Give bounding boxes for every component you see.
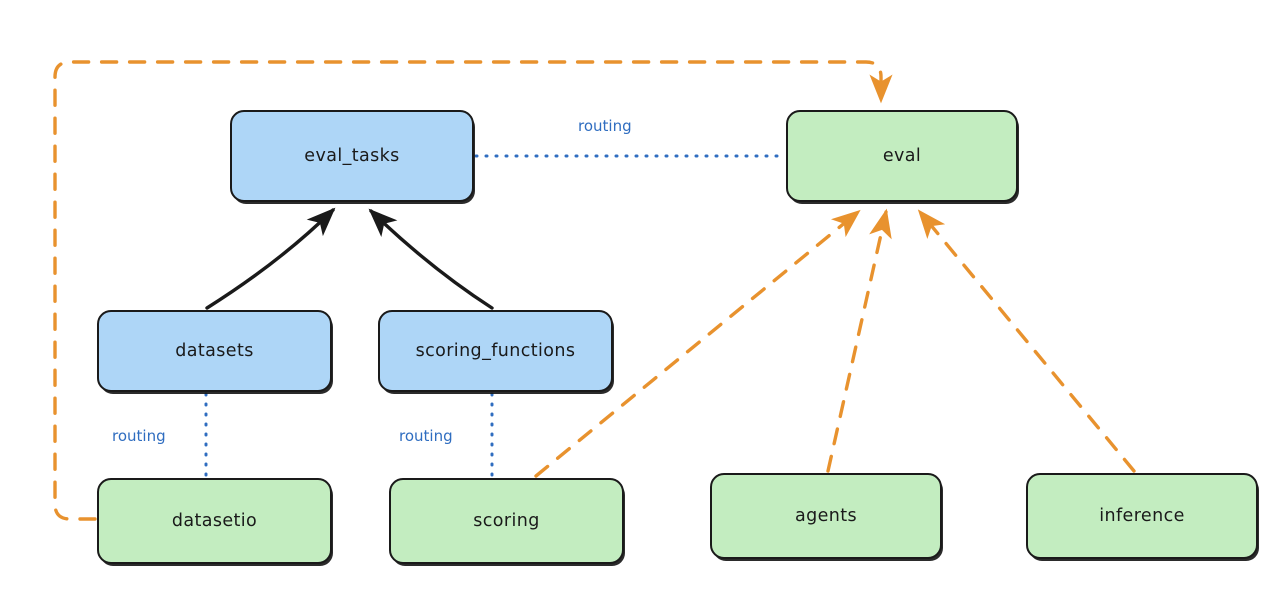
node-label-eval-tasks: eval_tasks [304, 146, 400, 166]
node-label-scoring: scoring [473, 511, 540, 531]
edge-label-routing-scoring: routing [399, 427, 453, 445]
node-label-agents: agents [794, 506, 858, 526]
node-agents[interactable]: agents [710, 473, 942, 559]
edge-scoring-functions-eval-tasks [368, 208, 494, 310]
edge-scoring-eval [534, 209, 861, 478]
node-datasets[interactable]: datasets [97, 310, 332, 392]
node-label-scoring-functions: scoring_functions [415, 341, 576, 361]
node-scoring-functions[interactable]: scoring_functions [378, 310, 613, 392]
edge-datasetio-eval [53, 60, 893, 521]
edge-inference-eval [917, 209, 1136, 473]
node-label-datasetio: datasetio [171, 511, 258, 531]
node-scoring[interactable]: scoring [389, 478, 624, 564]
node-label-datasets: datasets [175, 341, 254, 361]
edge-label-routing-eval: routing [578, 117, 632, 135]
node-inference[interactable]: inference [1026, 473, 1258, 559]
edge-datasets-eval-tasks [205, 207, 336, 310]
node-datasetio[interactable]: datasetio [97, 478, 332, 564]
node-eval-tasks[interactable]: eval_tasks [230, 110, 474, 202]
edge-label-routing-datasetio: routing [112, 427, 166, 445]
edge-agents-eval [826, 208, 892, 473]
node-label-eval: eval [882, 146, 922, 166]
node-label-inference: inference [1099, 506, 1185, 526]
node-eval[interactable]: eval [786, 110, 1018, 202]
